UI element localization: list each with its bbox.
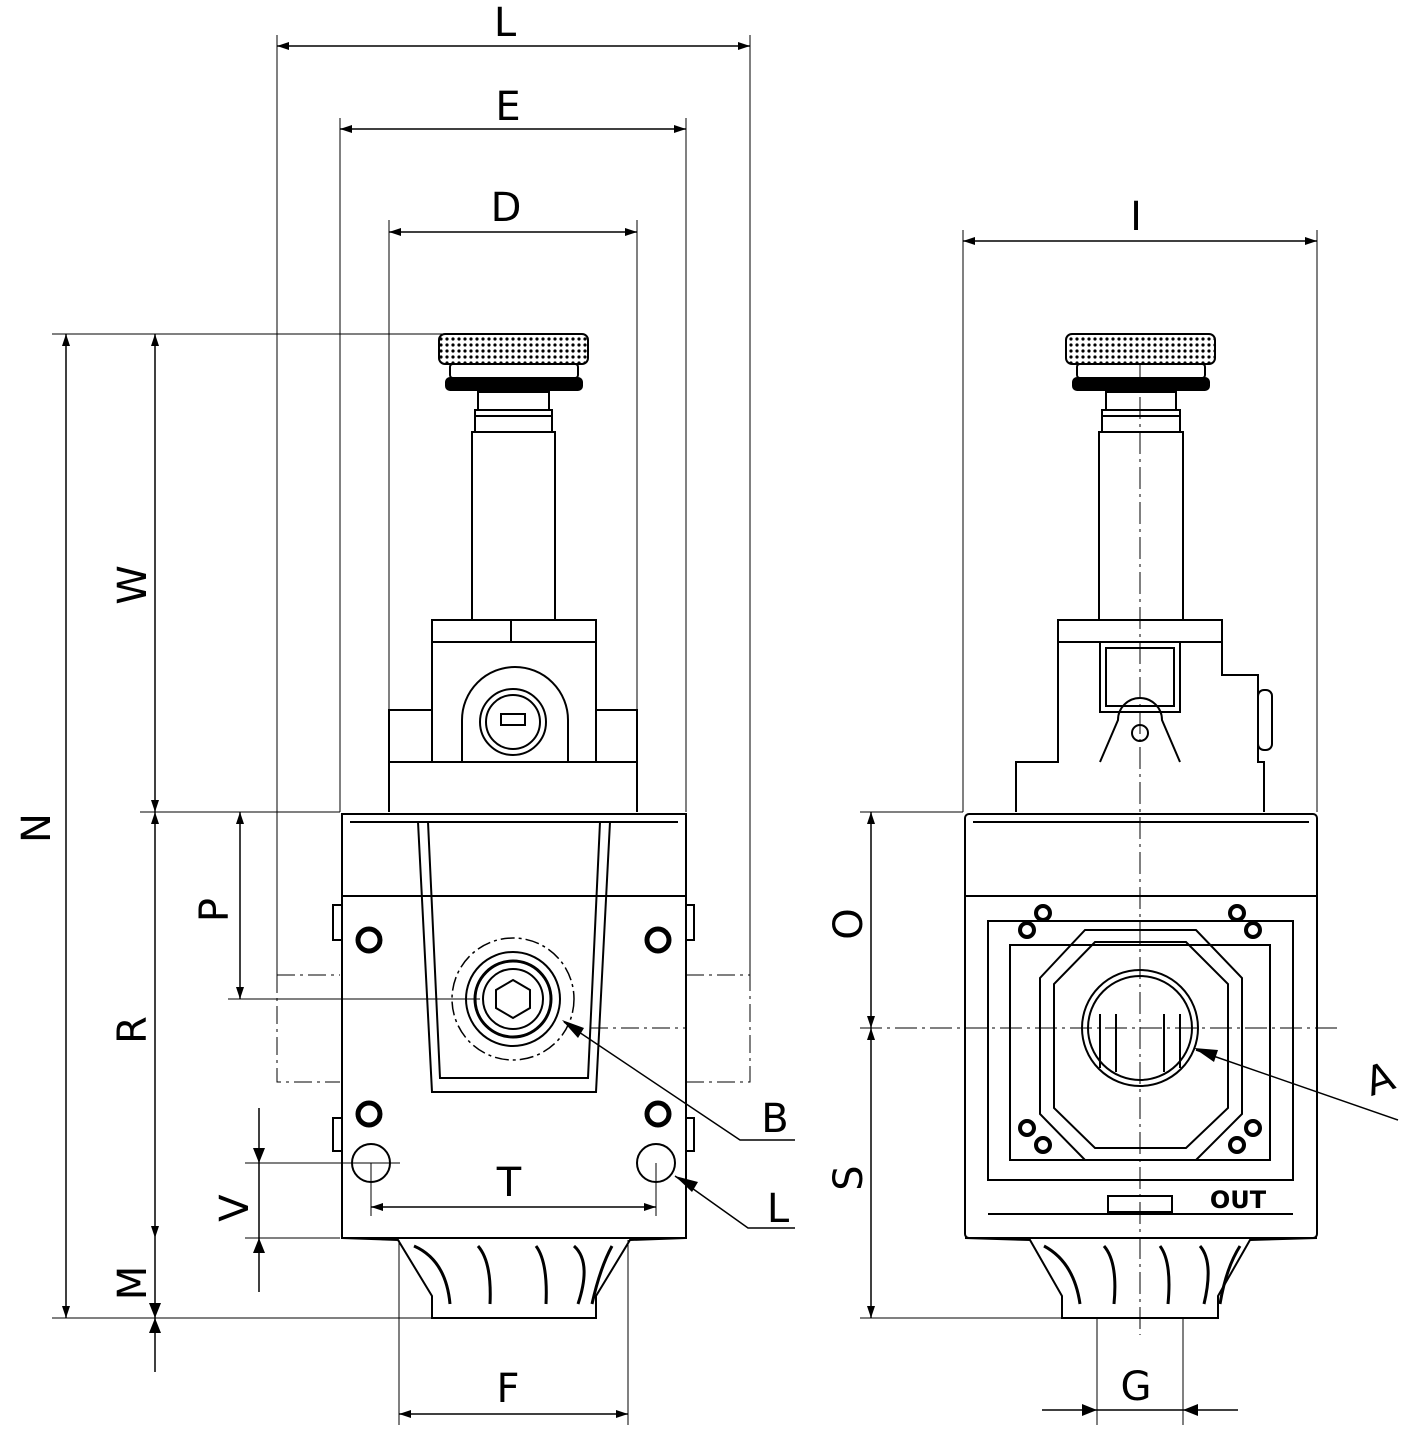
dim-label-R: R xyxy=(110,1016,156,1044)
front-view xyxy=(52,35,795,1425)
dim-label-V: V xyxy=(212,1194,258,1222)
callout-labels: B L A xyxy=(761,1053,1400,1232)
dim-label-E: E xyxy=(495,84,520,130)
dim-label-P: P xyxy=(192,898,238,922)
dim-label-N: N xyxy=(14,813,60,843)
dim-label-G: G xyxy=(1121,1364,1152,1410)
dim-label-L-overall: L xyxy=(494,0,517,46)
dim-label-W: W xyxy=(110,565,156,605)
port-label-out: OUT xyxy=(1210,1186,1267,1214)
callout-label-A: A xyxy=(1360,1053,1401,1105)
callout-label-L-hole: L xyxy=(767,1186,790,1232)
callout-label-B: B xyxy=(761,1096,788,1142)
dim-label-O: O xyxy=(826,908,872,939)
dim-label-T: T xyxy=(496,1160,522,1206)
dim-label-D: D xyxy=(491,185,522,231)
dimension-labels: L E D I N W P R V M T F O S G xyxy=(14,0,1152,1412)
side-view xyxy=(860,230,1399,1425)
dim-label-F: F xyxy=(496,1366,519,1412)
dim-label-M: M xyxy=(110,1266,156,1301)
dim-label-S: S xyxy=(826,1165,872,1190)
dim-label-I: I xyxy=(1130,194,1142,240)
